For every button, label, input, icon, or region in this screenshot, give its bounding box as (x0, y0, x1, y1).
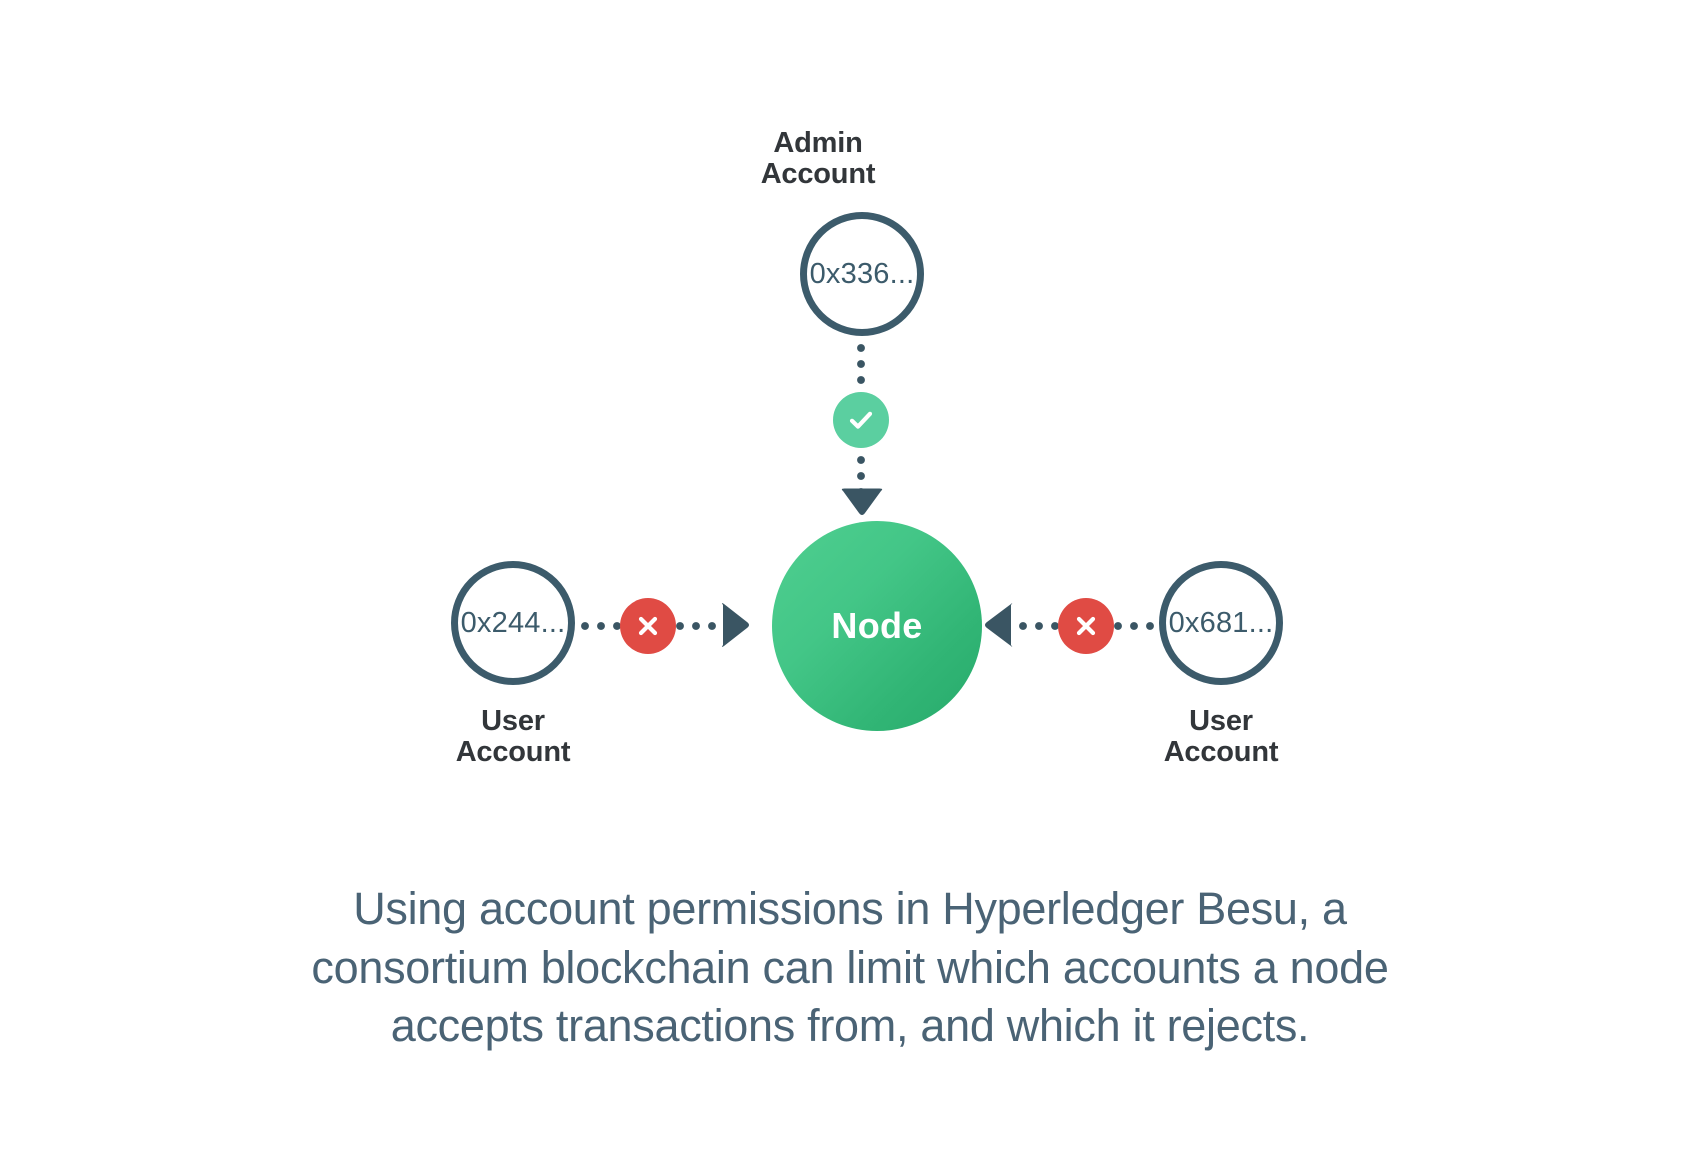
connector-badge-to-user-right (1114, 622, 1158, 630)
connector-node-to-badge-right (1019, 622, 1063, 630)
node-circle[interactable]: Node (772, 521, 982, 731)
user-right-account-circle[interactable]: 0x681... (1159, 561, 1283, 685)
node-label: Node (831, 605, 923, 646)
check-icon (849, 411, 873, 429)
user-left-account-circle[interactable]: 0x244... (451, 561, 575, 685)
connector-user-left-to-badge (581, 622, 625, 630)
user-left-account-label: User Account (455, 705, 571, 768)
deny-badge-user-left[interactable] (620, 598, 676, 654)
x-icon (1076, 616, 1096, 636)
caption-text: Using account permissions in Hyperledger… (311, 883, 1389, 1051)
x-icon (638, 616, 658, 636)
connector-admin-to-badge (857, 344, 865, 392)
allow-badge-admin[interactable] (833, 392, 889, 448)
arrowhead-right-into-node (718, 600, 754, 650)
user-right-account-address: 0x681... (1168, 606, 1274, 639)
admin-account-circle[interactable]: 0x336... (800, 212, 924, 336)
user-left-account-address: 0x244... (460, 606, 566, 639)
arrowhead-left-into-node (980, 600, 1016, 650)
admin-account-label: Admin Account (760, 127, 876, 190)
arrowhead-down-into-node (838, 486, 886, 524)
connector-badge-to-node-top (857, 456, 865, 504)
admin-account-address: 0x336... (809, 257, 915, 290)
user-right-account-label: User Account (1163, 705, 1279, 768)
deny-badge-user-right[interactable] (1058, 598, 1114, 654)
connector-badge-to-node-left (676, 622, 720, 630)
